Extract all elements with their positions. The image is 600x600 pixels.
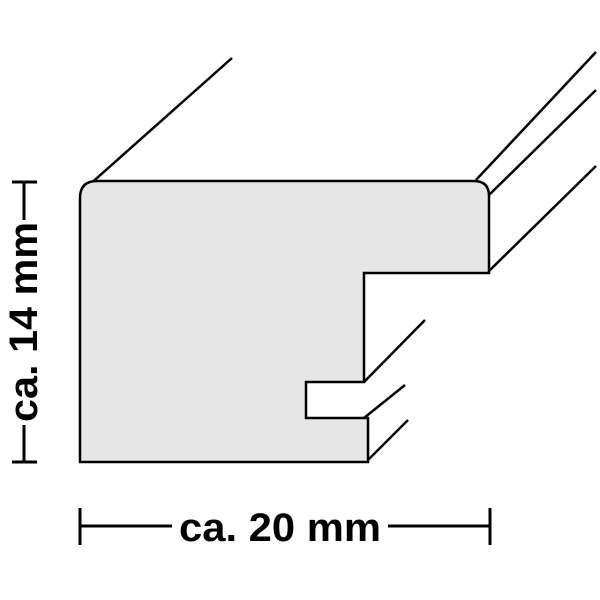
extrusion-line-top-left [87,57,233,187]
height-dimension-label: ca. 14 mm [2,222,46,422]
extrusion-line-step [363,319,426,383]
frame-profile-section [78,179,491,464]
extrusion-line-groove [363,384,406,419]
extrusion-line-top-right-2 [488,89,597,196]
width-dimension [78,508,492,545]
extrusion-line-right-lower [488,165,597,272]
extrusion-line-top-right-1 [475,51,597,181]
height-dimension [12,180,37,464]
width-dimension-label: ca. 20 mm [179,506,381,550]
extrusion-line-bottom [367,419,409,461]
extrusion-lines [87,51,597,461]
